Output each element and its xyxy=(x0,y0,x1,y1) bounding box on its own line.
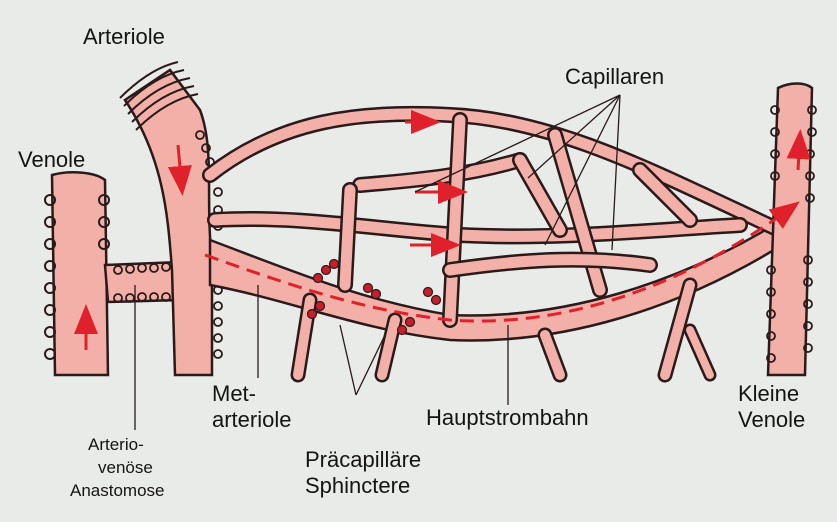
label-capillaren: Capillaren xyxy=(565,65,664,89)
kleine-venole-flow-arrow xyxy=(798,135,800,170)
label-metarteriole-line1: Met- xyxy=(212,382,256,406)
label-sphinctere-line1: Präcapilläre xyxy=(305,448,421,472)
label-venole: Venole xyxy=(18,148,85,172)
label-hauptstrombahn: Hauptstrombahn xyxy=(426,406,589,430)
label-anastomose-line3: Anastomose xyxy=(70,482,165,501)
label-anastomose-line2: venöse xyxy=(98,459,153,478)
label-sphinctere-line2: Sphinctere xyxy=(305,474,410,498)
label-anastomose-line1: Arterio- xyxy=(88,436,144,455)
label-kleine-venole-line1: Kleine xyxy=(738,382,799,406)
label-kleine-venole-line2: Venole xyxy=(738,408,805,432)
label-metarteriole-line2: arteriole xyxy=(212,408,291,432)
label-arteriole: Arteriole xyxy=(83,25,165,49)
anastomose-vessel xyxy=(105,262,180,302)
